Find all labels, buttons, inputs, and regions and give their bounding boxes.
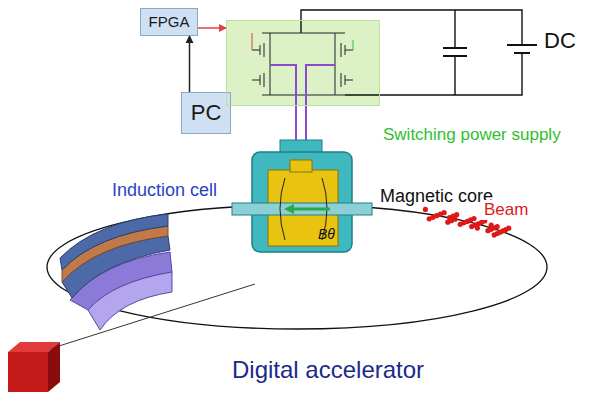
magnetic-core-label: Magnetic core	[380, 186, 493, 207]
induction-cell-label: Induction cell	[112, 180, 217, 201]
dc-wiring	[301, 10, 537, 95]
induction-cell	[232, 140, 372, 252]
panel-heading: Switching power supply	[383, 125, 535, 145]
fpga-box: FPGA	[140, 8, 198, 36]
dc-label: DC	[544, 28, 576, 53]
connector	[198, 27, 226, 29]
box-label: FPGA	[149, 13, 190, 30]
panel-fill	[226, 20, 380, 106]
beam-label: Beam	[482, 200, 530, 220]
cable	[270, 65, 335, 145]
field-label: Bθ	[318, 226, 335, 242]
box-label: PC	[191, 100, 222, 125]
pc-box: PC	[181, 92, 231, 134]
red-device	[8, 342, 60, 392]
bending-magnet	[60, 214, 172, 330]
power-supply-panel: Switching power supply	[226, 20, 380, 106]
connector	[189, 36, 191, 92]
title-label: Digital accelerator	[232, 356, 424, 384]
h-bridge	[252, 33, 353, 95]
